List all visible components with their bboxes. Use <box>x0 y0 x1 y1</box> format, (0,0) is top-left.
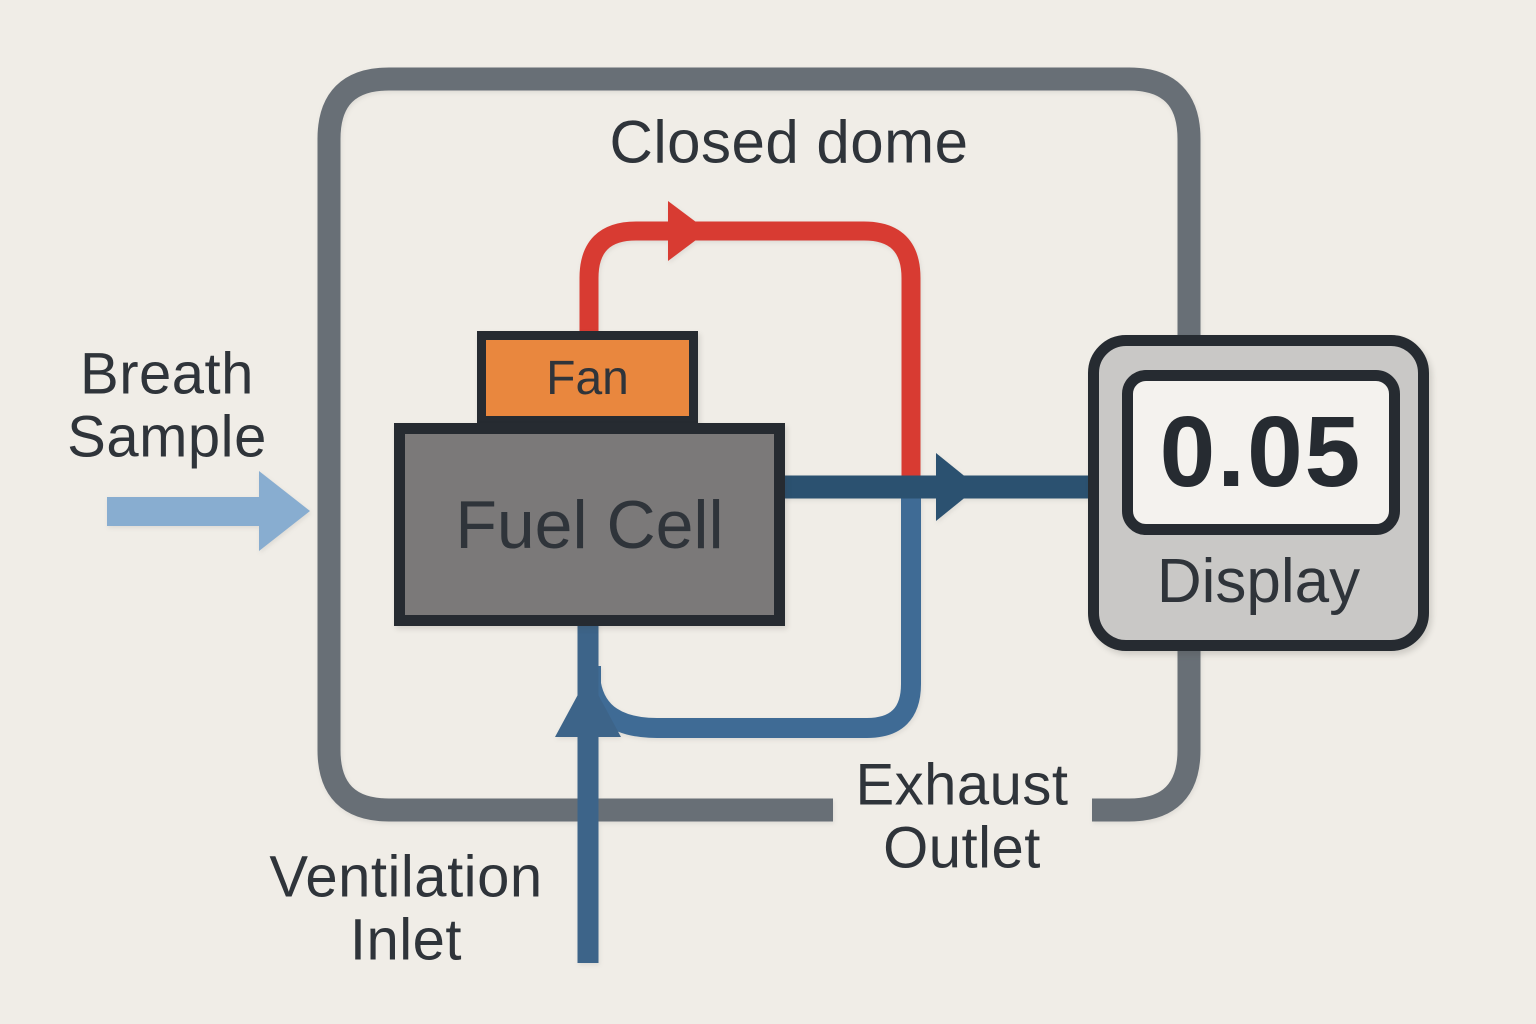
recirculation-arrowhead <box>668 201 708 261</box>
display-label: Display <box>1156 547 1361 616</box>
display-screen: 0.05 <box>1122 370 1400 535</box>
ventilation-inlet-label: Ventilation Inlet <box>269 844 543 972</box>
breath-sample-arrow <box>107 471 310 551</box>
fan-label: Fan <box>546 351 629 405</box>
fan-box: Fan <box>477 331 698 425</box>
fuel-cell-box: Fuel Cell <box>394 423 785 626</box>
breath-sample-label: Breath Sample <box>67 341 267 469</box>
display-reading: 0.05 <box>1159 396 1363 508</box>
dome-outline <box>317 67 1201 822</box>
ventilation-inlet-arrowhead <box>555 676 621 737</box>
exhaust-outlet-label: Exhaust Outlet <box>855 752 1069 880</box>
display-arrowhead <box>936 453 978 521</box>
recirculation-pipe <box>579 221 921 486</box>
fuel-cell-label: Fuel Cell <box>455 486 724 563</box>
display-unit: 0.05 Display <box>1088 335 1429 651</box>
closed-dome-label: Closed dome <box>609 108 969 176</box>
